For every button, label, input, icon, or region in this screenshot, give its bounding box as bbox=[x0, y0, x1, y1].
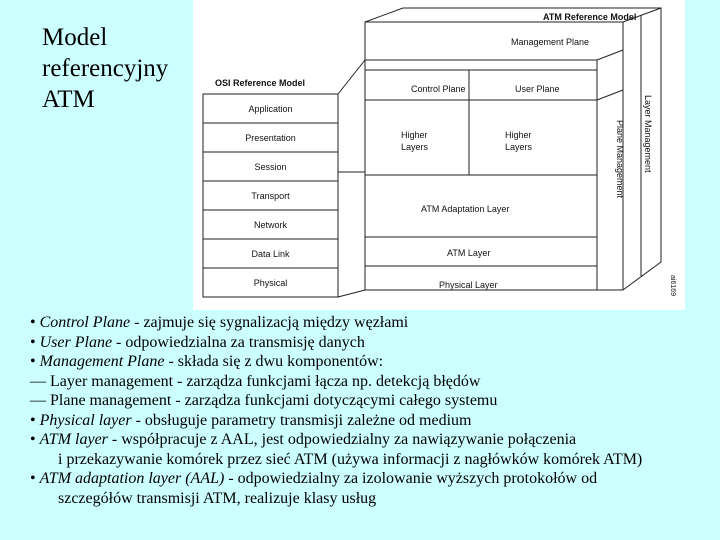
cube-top-edge bbox=[364, 7, 661, 23]
management-plane-box bbox=[364, 21, 624, 290]
dash-plane-management: — Plane management - zarządza funkcjami … bbox=[30, 392, 498, 409]
atm-reference-model-header: ATM Reference Model bbox=[543, 12, 636, 22]
osi-layer-network: Network bbox=[254, 220, 288, 230]
bullet-atm-layer: • ATM layer - współpracuje z AAL, jest o… bbox=[30, 431, 577, 448]
osi-top-connector bbox=[337, 59, 366, 95]
control-plane-label: Control Plane bbox=[411, 84, 466, 94]
osi-bottom-connector bbox=[337, 289, 366, 298]
higher-layers-left-line2: Layers bbox=[401, 142, 429, 152]
higher-layers-right-line1: Higher bbox=[505, 130, 532, 140]
diagram-svg: ATM Reference Model OSI Reference Model … bbox=[202, 7, 676, 298]
slide-title: Model referencyjny ATM bbox=[42, 24, 169, 113]
description-text: • Control Plane - zajmuje się sygnalizac… bbox=[30, 313, 720, 508]
osi-layer-physical: Physical bbox=[254, 278, 288, 288]
bullet-aal-cont: szczegółów transmisji ATM, realizuje kla… bbox=[58, 489, 377, 507]
bullet-atm-layer-cont: i przekazywanie komórek przez sieć ATM (… bbox=[58, 450, 643, 468]
osi-reference-model-header: OSI Reference Model bbox=[215, 78, 305, 88]
atm-reference-model-diagram: ATM Reference Model OSI Reference Model … bbox=[193, 0, 685, 310]
osi-layer-labels: ApplicationPresentationSessionTransportN… bbox=[245, 104, 296, 288]
higher-layers-right-line2: Layers bbox=[505, 142, 533, 152]
osi-layer-presentation: Presentation bbox=[245, 133, 296, 143]
bullet-management-plane: • Management Plane - składa się z dwu ko… bbox=[30, 353, 384, 370]
bullet-user-plane: • User Plane - odpowiedzialna za transmi… bbox=[30, 333, 365, 351]
figure-code: ai6169 bbox=[669, 275, 676, 296]
management-plane-label: Management Plane bbox=[511, 37, 589, 47]
osi-layer-transport: Transport bbox=[251, 191, 290, 201]
layer-management-label: Layer Management bbox=[643, 95, 653, 173]
osi-layer-data-link: Data Link bbox=[251, 249, 290, 259]
bullet-physical-layer: • Physical layer - obsługuje parametry t… bbox=[30, 411, 472, 429]
user-plane-label: User Plane bbox=[515, 84, 560, 94]
osi-stack-box bbox=[202, 93, 339, 298]
higher-layers-left-line1: Higher bbox=[401, 130, 428, 140]
plane-management-label: Plane Management bbox=[615, 120, 625, 199]
side-edge-1 bbox=[596, 49, 624, 61]
aal-label: ATM Adaptation Layer bbox=[421, 204, 509, 214]
bullet-aal: • ATM adaptation layer (AAL) - odpowiedz… bbox=[30, 470, 598, 487]
dash-layer-management: — Layer management - zarządza funkcjami … bbox=[30, 372, 481, 390]
bullet-control-plane: • Control Plane - zajmuje się sygnalizac… bbox=[30, 314, 409, 331]
osi-layer-application: Application bbox=[248, 104, 292, 114]
atm-layer-label: ATM Layer bbox=[447, 248, 490, 258]
osi-layer-session: Session bbox=[254, 162, 286, 172]
atm-physical-layer-label: Physical Layer bbox=[439, 280, 498, 290]
